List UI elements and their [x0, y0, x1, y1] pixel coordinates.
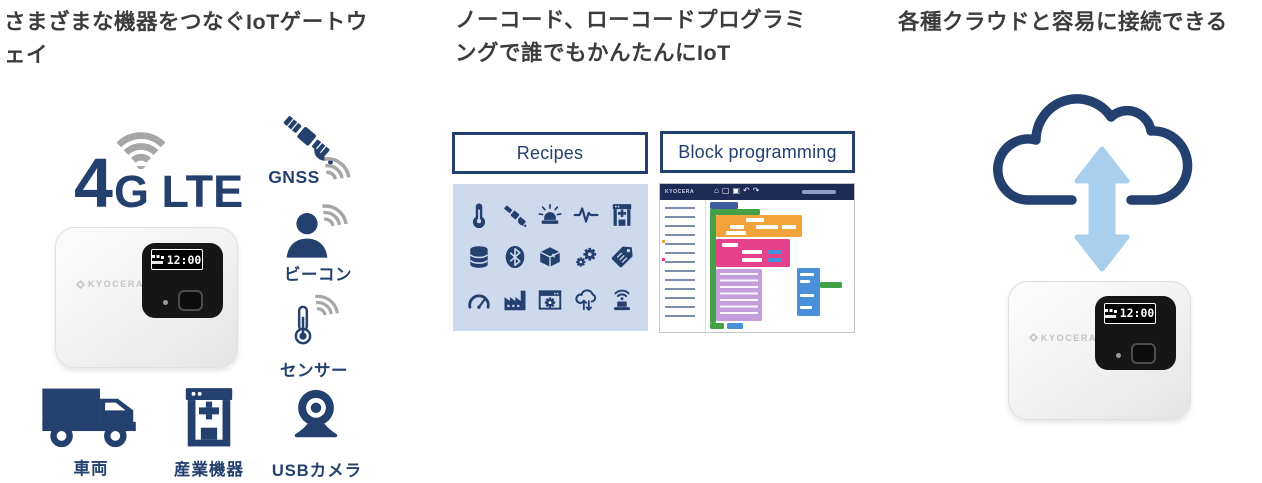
device-front-panel: 12:00 — [141, 242, 224, 318]
up-down-arrow-icon — [1074, 146, 1130, 272]
kyocera-logo-icon — [1028, 333, 1038, 343]
bp-footer-blue[interactable] — [727, 323, 743, 329]
bp-footer-green[interactable] — [710, 323, 724, 329]
block-programming-badge[interactable]: Block programming — [660, 131, 855, 173]
app-window-gear-icon — [533, 279, 569, 321]
bp-green-connector[interactable] — [820, 282, 842, 288]
recipes-badge[interactable]: Recipes — [452, 132, 648, 174]
wifi-icon — [116, 132, 166, 169]
sensor-label: センサー — [280, 362, 348, 380]
signal-battery-icons — [1105, 308, 1119, 318]
beacon-label: ビーコン — [284, 266, 352, 284]
bp-purple-block[interactable] — [716, 269, 762, 321]
kyocera-logo-icon — [75, 279, 85, 289]
factory-icon — [497, 279, 533, 321]
nocode-column-title: ノーコード、ローコードプログラミングで誰でもかんたんにIoT — [455, 8, 807, 66]
press-machine-icon — [604, 194, 640, 236]
cloud-column-title: 各種クラウドと容易に接続できる — [898, 10, 1228, 34]
waveform-icon — [568, 194, 604, 236]
bp-toolbar: KYOCERA ⌂▢▣↶↷ — [660, 184, 854, 200]
gnss-waves-icon — [324, 157, 351, 180]
gauge-icon — [461, 279, 497, 321]
device-display: 12:00 — [150, 249, 203, 271]
device-button — [1130, 342, 1156, 364]
bp-green-spine[interactable] — [710, 209, 716, 323]
4g-lte-number: 4 — [74, 144, 113, 222]
bp-start-block[interactable] — [710, 202, 738, 209]
device-display: 12:00 — [1103, 303, 1156, 324]
gnss-label: GNSS — [268, 167, 320, 187]
bluetooth-icon — [497, 236, 533, 278]
4g-lte-badge: 4 G LTE — [74, 144, 244, 222]
bp-pink-block[interactable] — [716, 239, 790, 267]
bp-recipe-title-chip — [802, 190, 836, 194]
device-led — [1116, 352, 1122, 358]
beacon-person-icon — [286, 213, 328, 258]
bp-toolbar-icons: ⌂▢▣↶↷ — [714, 186, 763, 195]
satellite-icon — [497, 194, 533, 236]
device-body: KYOCERA 12:00 — [1008, 281, 1191, 420]
gnss-satellite-icon — [283, 116, 333, 165]
gateway-column-title: さまざまな機器をつなぐIoTゲートウェイ — [4, 10, 368, 68]
iot-gateway-device: KYOCERA 12:00 — [1008, 281, 1191, 420]
gears-icon — [568, 236, 604, 278]
recipes-icon-panel — [453, 184, 648, 331]
4g-lte-text: G LTE — [113, 166, 244, 217]
bp-orange-block[interactable] — [716, 215, 802, 237]
device-brand: KYOCERA — [75, 279, 144, 289]
bp-green-header[interactable] — [710, 209, 760, 215]
vehicle-truck-icon — [42, 388, 136, 448]
sensor-waves-icon — [314, 294, 339, 316]
beacon-waves-icon — [322, 204, 348, 227]
siren-icon — [533, 194, 569, 236]
tag-icon — [604, 236, 640, 278]
usb-camera-icon — [294, 389, 338, 438]
database-icon — [461, 236, 497, 278]
bp-kyocera-logo: KYOCERA — [665, 189, 695, 195]
device-front-panel: 12:00 — [1094, 296, 1177, 371]
sensor-thermometer-icon — [294, 305, 312, 345]
thermometer-icon — [461, 194, 497, 236]
device-brand: KYOCERA — [1028, 333, 1097, 343]
device-body: KYOCERA 12:00 — [55, 227, 238, 368]
wireless-device-icon — [604, 279, 640, 321]
iot-gateway-device: KYOCERA 12:00 — [55, 227, 238, 368]
industrial-machine-icon — [185, 388, 233, 447]
device-clock: 12:00 — [1119, 306, 1155, 321]
block-programming-screenshot: KYOCERA ⌂▢▣↶↷ — [659, 183, 855, 333]
bp-palette-items — [665, 207, 695, 324]
usb-camera-label: USBカメラ — [271, 462, 363, 480]
device-button — [177, 289, 203, 311]
vehicle-label: 車両 — [73, 460, 109, 478]
cloud-icon — [993, 94, 1193, 205]
industrial-equipment-label: 産業機器 — [174, 461, 244, 479]
package-icon — [533, 236, 569, 278]
cloud-sync-icon — [568, 279, 604, 321]
signal-battery-icons — [152, 255, 166, 265]
device-clock: 12:00 — [166, 252, 202, 267]
device-led — [163, 299, 169, 305]
bp-blue-block[interactable] — [797, 268, 820, 316]
bp-block-palette[interactable] — [660, 200, 706, 332]
